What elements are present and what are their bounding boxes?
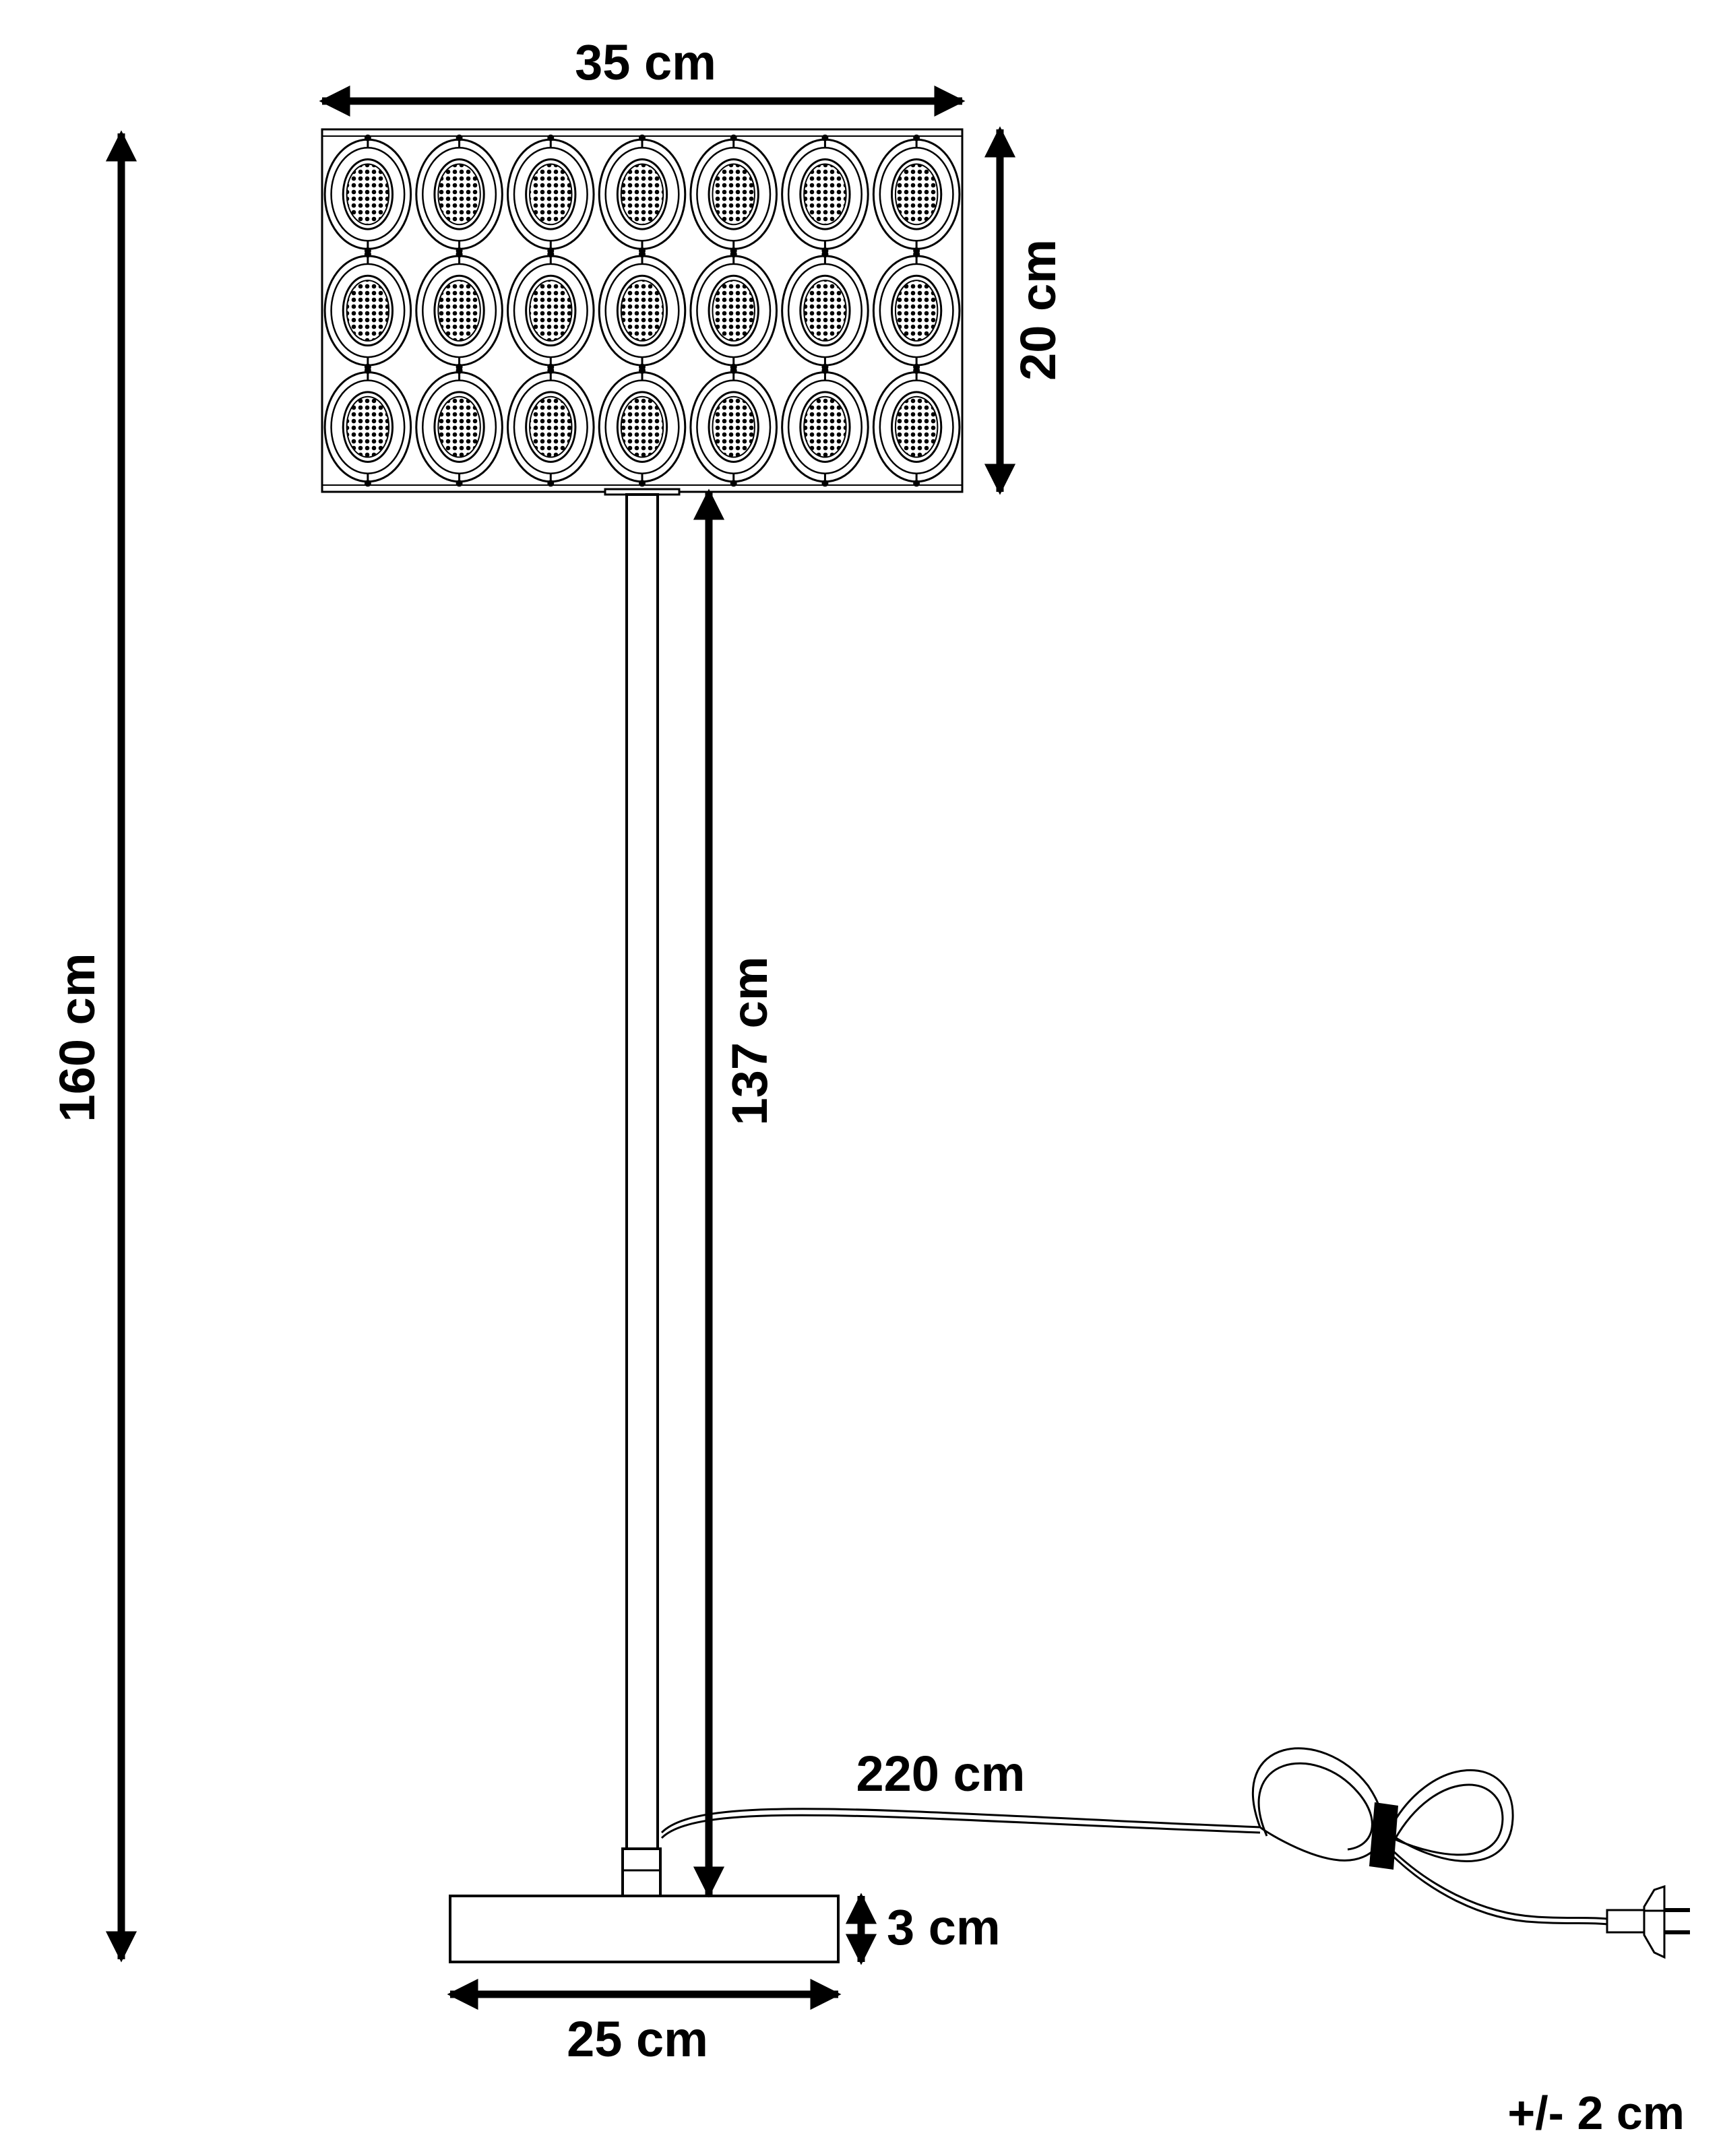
label-total-height: 160 cm <box>49 953 105 1122</box>
shade-oval <box>507 251 595 371</box>
shade-oval <box>689 134 778 255</box>
power-plug <box>1606 1884 1690 1959</box>
lamp-shade <box>321 128 964 493</box>
shade-oval <box>415 251 503 371</box>
power-cable <box>660 1747 1608 1926</box>
shade-oval <box>323 251 412 371</box>
shade-oval-pattern <box>323 134 961 487</box>
shade-oval <box>507 367 595 487</box>
lamp-base <box>449 1895 840 1963</box>
shade-oval <box>872 251 961 371</box>
label-pole-height: 137 cm <box>722 957 778 1126</box>
shade-oval <box>598 251 687 371</box>
label-cable-length: 220 cm <box>856 1746 1026 1802</box>
shade-oval <box>872 134 961 255</box>
dimension-lines <box>105 85 1016 2010</box>
cable-tie <box>1369 1802 1398 1870</box>
shade-oval <box>689 367 778 487</box>
label-shade-width: 35 cm <box>575 34 716 90</box>
lamp-pole <box>604 488 681 1897</box>
shade-oval <box>781 134 869 255</box>
label-base-width: 25 cm <box>567 2011 708 2067</box>
shade-oval <box>598 134 687 255</box>
shade-oval <box>415 367 503 487</box>
label-base-height: 3 cm <box>887 1899 1001 1955</box>
shade-oval <box>781 251 869 371</box>
shade-oval <box>689 251 778 371</box>
shade-oval <box>323 367 412 487</box>
shade-oval <box>872 367 961 487</box>
shade-oval <box>507 134 595 255</box>
shade-oval <box>781 367 869 487</box>
shade-oval <box>598 367 687 487</box>
tolerance-note: +/- 2 cm <box>1507 2087 1685 2139</box>
label-shade-height: 20 cm <box>1010 239 1066 381</box>
shade-oval <box>323 134 412 255</box>
shade-oval <box>415 134 503 255</box>
